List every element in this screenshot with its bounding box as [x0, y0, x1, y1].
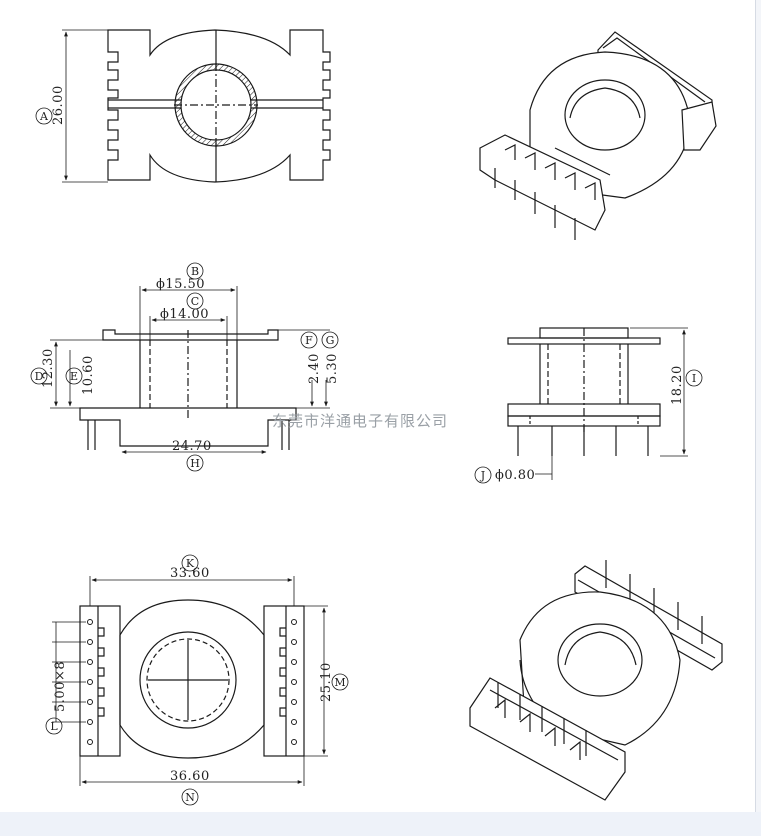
dimension-e-value: 10.60 [81, 355, 96, 395]
front-view [507, 327, 661, 456]
dimension-h-value: 24.70 [172, 439, 212, 454]
callout-n: N [181, 788, 199, 806]
dimension-g-value: 5.30 [325, 353, 340, 384]
callout-f: F [300, 331, 318, 349]
callout-d-label: D [35, 370, 44, 383]
dimension-b-value: ϕ15.50 [156, 277, 205, 292]
callout-h-label: H [190, 457, 200, 470]
callout-g-label: G [326, 334, 335, 347]
callout-m: M [331, 673, 349, 691]
callout-c: C [186, 292, 204, 310]
dimension-j-value: ϕ0.80 [495, 468, 535, 483]
callout-n-label: N [185, 791, 195, 804]
callout-l: L [45, 717, 63, 735]
dimension-b [139, 286, 238, 340]
callout-h: H [186, 454, 204, 472]
company-watermark: 东莞市洋通电子有限公司 [272, 412, 448, 430]
callout-c-label: C [191, 295, 199, 308]
side-view [79, 329, 297, 450]
dimension-a-value: 26.00 [51, 85, 66, 125]
callout-i-label: I [692, 372, 696, 385]
dimension-l [52, 621, 86, 723]
dimension-n-value: 36.60 [170, 769, 210, 784]
bottom-view [79, 599, 305, 759]
dimension-d-value: 12.30 [41, 348, 56, 388]
technical-drawing: 26.00 A [30, 29, 723, 806]
callout-e: E [65, 367, 83, 385]
dimension-k [89, 576, 295, 606]
callout-a: A [35, 107, 53, 125]
dimension-f-value: 2.40 [307, 353, 322, 384]
callout-d: D [30, 367, 48, 385]
callout-j: J [474, 466, 492, 484]
callout-g: G [321, 331, 339, 349]
callout-k-label: K [186, 557, 195, 570]
isometric-view-bottom [469, 560, 723, 801]
callout-f-label: F [305, 334, 313, 347]
page-right-edge [755, 0, 761, 812]
top-view [107, 29, 331, 183]
callout-k: K [181, 554, 199, 572]
dimension-j [535, 456, 553, 480]
drawing-sheet: 26.00 A [30, 29, 723, 806]
dimension-m-value: 25.10 [319, 662, 334, 702]
dimension-k-value: 33.60 [170, 566, 210, 581]
dimension-i [630, 327, 688, 457]
callout-b-label: B [191, 265, 199, 278]
dimension-c-value: ϕ14.00 [160, 307, 209, 322]
dimension-l-value: 5.00×8 [53, 661, 68, 712]
dimension-c [149, 316, 228, 340]
dimension-m [304, 605, 328, 757]
dimension-a [62, 29, 108, 183]
callout-a-label: A [39, 110, 49, 123]
callout-j-label: J [480, 469, 485, 482]
callout-e-label: E [70, 370, 78, 383]
callout-b: B [186, 262, 204, 280]
dimension-i-value: 18.20 [670, 365, 685, 405]
callout-l-label: L [50, 720, 58, 733]
dimension-f-g [278, 329, 330, 409]
callout-m-label: M [334, 676, 345, 689]
dimension-n [79, 756, 305, 786]
callout-i: I [685, 369, 703, 387]
dimension-d [50, 339, 103, 409]
bottom-view-pin-holes [87, 619, 297, 745]
page-bottom-band [0, 812, 761, 836]
isometric-view-top [479, 31, 717, 240]
